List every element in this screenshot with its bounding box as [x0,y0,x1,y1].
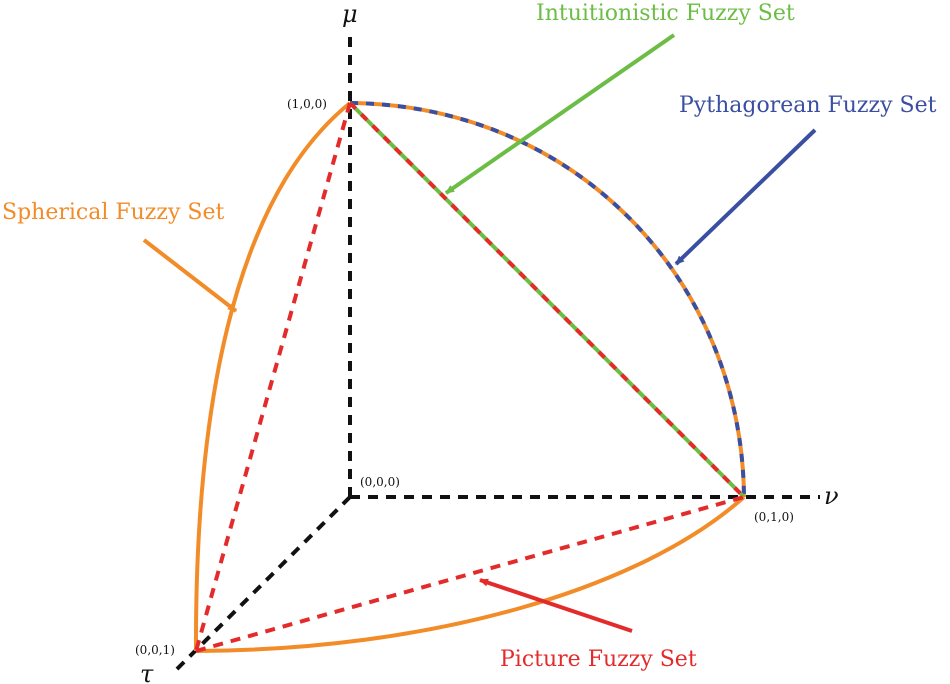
tau-point-label: (0,0,1) [135,643,175,657]
pythagorean-label: Pythagorean Fuzzy Set [679,93,937,118]
spherical-arc-mu-tau [193,101,352,652]
picture-line-tau-nu [195,495,745,653]
picture-label: Picture Fuzzy Set [500,647,697,672]
spherical-arc-tau-nu [195,495,746,653]
origin-point-label: (0,0,0) [360,475,400,489]
spherical-label: Spherical Fuzzy Set [2,200,224,225]
spherical-arrow [142,238,238,313]
mu-point-label: (1,0,0) [287,97,327,111]
intuitionistic-line-dashes [348,101,746,499]
picture-arrow [479,578,633,633]
tau-axis [174,495,352,672]
tau-axis-label: τ [140,660,154,684]
intuitionistic-label: Intuitionistic Fuzzy Set [536,1,795,26]
nu-axis-label: ν [824,482,839,510]
pythagorean-arrow [674,128,817,266]
intuitionistic-arrow [444,33,676,195]
nu-point-label: (0,1,0) [754,510,794,524]
picture-line-mu-tau [194,102,352,652]
mu-axis-label: μ [342,0,358,28]
pythagorean-arc-dashes [349,101,746,498]
